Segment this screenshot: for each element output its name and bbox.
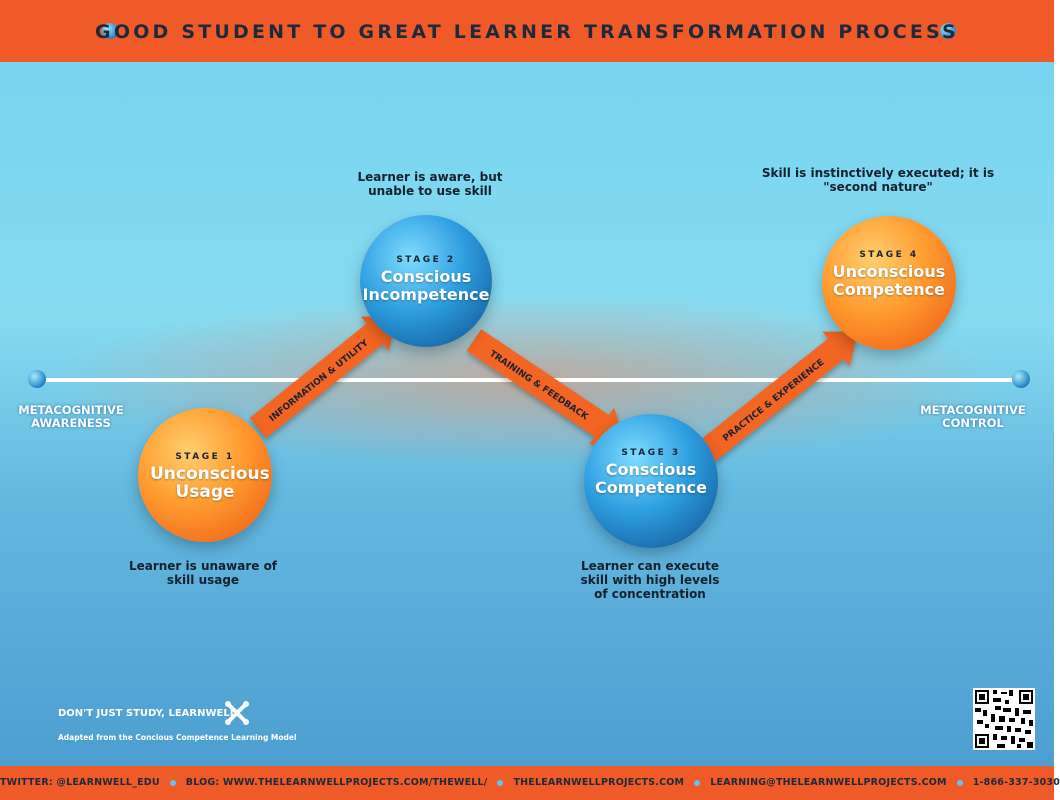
model-credit: Adapted from the Concious Competence Lea… <box>58 733 297 742</box>
footer-separator-icon <box>956 779 963 786</box>
stage-1-name: Unconscious Usage <box>150 464 270 502</box>
stage-3-number: STAGE 3 <box>621 448 681 458</box>
footer-email[interactable]: LEARNING@THELEARNWELLPROJECTS.COM <box>710 777 947 788</box>
stage-2-description: Learner is aware, but unable to use skil… <box>357 170 503 198</box>
stage-4-circle: STAGE 4 Unconscious Competence <box>822 216 956 350</box>
axis-start-dot-icon <box>28 370 46 388</box>
stage-2-number: STAGE 2 <box>396 255 456 265</box>
footer-contact: TWITTER: @LEARNWELL_EDU BLOG: WWW.THELEAR… <box>0 766 1060 800</box>
learnwell-logo-icon <box>225 701 249 725</box>
header-dot-right-icon <box>940 23 956 39</box>
stage-3-circle: STAGE 3 Conscious Competence <box>584 414 718 548</box>
stage-3-description: Learner can execute skill with high leve… <box>580 559 720 601</box>
arrow-label-1: INFORMATION & UTILITY <box>268 338 371 424</box>
footer-separator-icon <box>497 779 504 786</box>
footer-blog[interactable]: BLOG: WWW.THELEARNWELLPROJECTS.COM/THEWE… <box>185 777 488 788</box>
footer-separator-icon <box>694 779 701 786</box>
footer-separator-icon <box>169 779 176 786</box>
stage-1-number: STAGE 1 <box>175 452 235 462</box>
arrow-practice-experience: PRACTICE & EXPERIENCE <box>697 331 859 463</box>
header-dot-left-icon <box>102 23 118 39</box>
stage-4-name: Unconscious Competence <box>832 262 946 299</box>
page-title: GOOD STUDENT TO GREAT LEARNER TRANSFORMA… <box>95 21 959 43</box>
qr-code-icon <box>973 688 1035 750</box>
stage-1-circle: STAGE 1 Unconscious Usage <box>138 408 272 542</box>
footer-website[interactable]: THELEARNWELLPROJECTS.COM <box>513 777 685 788</box>
brand-slogan: DON'T JUST STUDY, LEARNWELL! <box>58 708 241 719</box>
header-bar <box>0 0 1054 62</box>
stage-4-number: STAGE 4 <box>859 250 919 260</box>
axis-right-label: METACOGNITIVE CONTROL <box>920 403 1026 430</box>
arrow-label-3: PRACTICE & EXPERIENCE <box>721 358 826 444</box>
arrow-label-2: TRAINING & FEEDBACK <box>487 349 590 423</box>
stage-2-name: Conscious Incompetence <box>362 267 490 304</box>
footer-phone[interactable]: 1-866-337-3030 <box>972 777 1060 788</box>
stage-2-circle: STAGE 2 Conscious Incompetence <box>360 215 492 347</box>
axis-left-label: METACOGNITIVE AWARENESS <box>18 403 124 430</box>
stage-4-description: Skill is instinctively executed; it is "… <box>761 166 995 194</box>
stage-3-name: Conscious Competence <box>595 460 707 497</box>
footer-twitter[interactable]: TWITTER: @LEARNWELL_EDU <box>0 777 160 788</box>
axis-end-dot-icon <box>1012 370 1030 388</box>
stage-1-description: Learner is unaware of skill usage <box>128 559 278 587</box>
